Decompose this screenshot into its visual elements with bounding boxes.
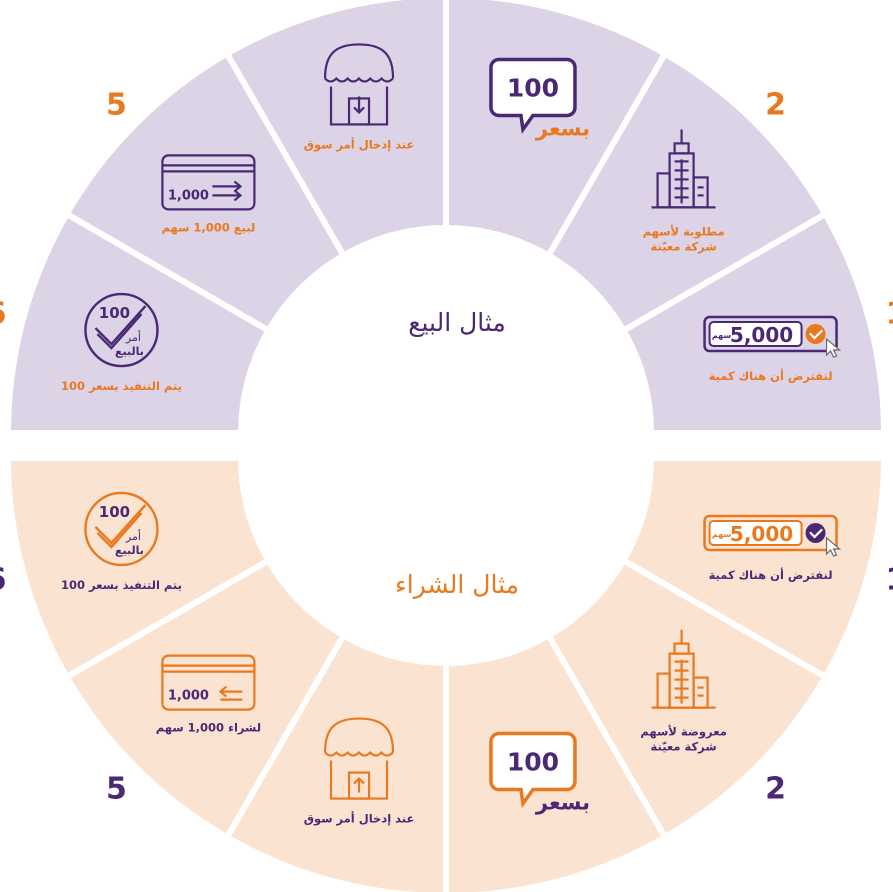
buy-sector-5 — [62, 556, 348, 842]
badge-unit: سهم — [712, 530, 732, 539]
step-label: عند إدخال أمر سوق — [304, 811, 415, 827]
step-label: لبيع 1,000 سهم — [161, 220, 255, 234]
sell-example-title: مثال البيع — [408, 308, 506, 337]
sell-step-3: 100 بسعر 3 — [489, 0, 590, 140]
badge-frame — [703, 514, 838, 552]
step-number: 1 — [886, 563, 893, 598]
buy-sector-6 — [4, 455, 273, 682]
buy-step-5: 1,000 لشراء 1,000 سهم 5 — [106, 654, 261, 807]
cursor-icon — [825, 337, 842, 358]
step-label: عند إدخال أمر سوق — [304, 136, 415, 152]
sell-step-4: عند إدخال أمر سوق 4 — [304, 0, 415, 152]
buy-example-title: مثال الشراء — [394, 570, 520, 599]
badge-value: 5,000 — [730, 323, 793, 347]
step-label: لشراء 1,000 سهم — [156, 721, 261, 735]
card-value: 1,000 — [168, 689, 209, 704]
speech-bubble-icon — [489, 57, 577, 135]
check-mark-icon — [809, 528, 823, 539]
sell-sector-2 — [544, 49, 830, 335]
price-bubble-icon: 100 بسعر — [489, 731, 590, 815]
speech-bubble-icon — [489, 731, 577, 809]
market-shop-icon — [323, 717, 395, 800]
building-icon — [651, 129, 716, 209]
badge-inner — [708, 519, 803, 546]
step-number: 6 — [0, 563, 6, 598]
stamp-line2: بالبيع — [115, 345, 144, 358]
stamp-value: 100 — [99, 503, 130, 521]
stamp-value: 100 — [99, 304, 130, 322]
step-number: 2 — [765, 87, 786, 122]
stamp-line1: أمر — [125, 529, 141, 543]
badge-frame — [703, 315, 838, 353]
price-bubble-icon: 100 بسعر — [489, 57, 590, 140]
building-icon — [651, 629, 716, 709]
bubble-label: بسعر — [535, 791, 590, 815]
step-number: 5 — [106, 87, 127, 122]
bubble-label: بسعر — [535, 116, 590, 140]
step-label: يتم التنفيذ بسعر 100 — [61, 379, 182, 393]
bubble-value: 100 — [507, 748, 559, 777]
step-label: شركة معيّنة — [651, 740, 717, 754]
sell-sector-5 — [62, 49, 348, 335]
badge-unit: سهم — [712, 331, 732, 340]
wheel-sectors — [4, 0, 888, 892]
step-label: لنفترض أن هناك كمية — [709, 368, 833, 383]
badge-value: 5,000 — [730, 522, 793, 546]
stamp-line1: أمر — [125, 330, 141, 344]
step-label: معروضة لأسهم — [640, 725, 727, 740]
transfer-card-icon: 1,000 — [161, 154, 256, 211]
bubble-value: 100 — [507, 73, 559, 102]
step-number: 2 — [765, 772, 786, 807]
buy-step-3: 100بسعر3 — [489, 731, 590, 815]
sell-sector-6 — [4, 209, 273, 436]
step-label: شركة معيّنة — [651, 239, 717, 253]
card-value: 1,000 — [168, 188, 209, 203]
cursor-icon — [825, 536, 842, 557]
step-label: مطلوبة لأسهم — [643, 224, 725, 239]
step-number: 6 — [0, 296, 6, 331]
transfer-card-icon: 1,000 — [161, 654, 256, 711]
check-mark-icon — [809, 329, 823, 340]
check-dot-icon — [805, 324, 826, 345]
check-dot-icon — [805, 522, 826, 543]
market-shop-icon — [323, 43, 395, 126]
sell-step-5: 1,000 لبيع 1,000 سهم 5 — [106, 87, 256, 234]
buy-sector-2 — [544, 556, 830, 842]
buy-sector-1 — [619, 455, 888, 682]
step-number: 1 — [886, 296, 893, 331]
stamp-line2: بالبيع — [115, 544, 144, 557]
step-number: 3 — [556, 0, 577, 2]
step-label: لنفترض أن هناك كمية — [709, 567, 833, 582]
step-label: يتم التنفيذ بسعر 100 — [61, 578, 182, 592]
buy-sector-4 — [222, 631, 449, 892]
step-number: 4 — [315, 0, 336, 2]
step-number: 5 — [106, 772, 127, 807]
buy-step-4: عند إدخال أمر سوق4 — [304, 717, 415, 827]
badge-inner — [708, 321, 803, 348]
